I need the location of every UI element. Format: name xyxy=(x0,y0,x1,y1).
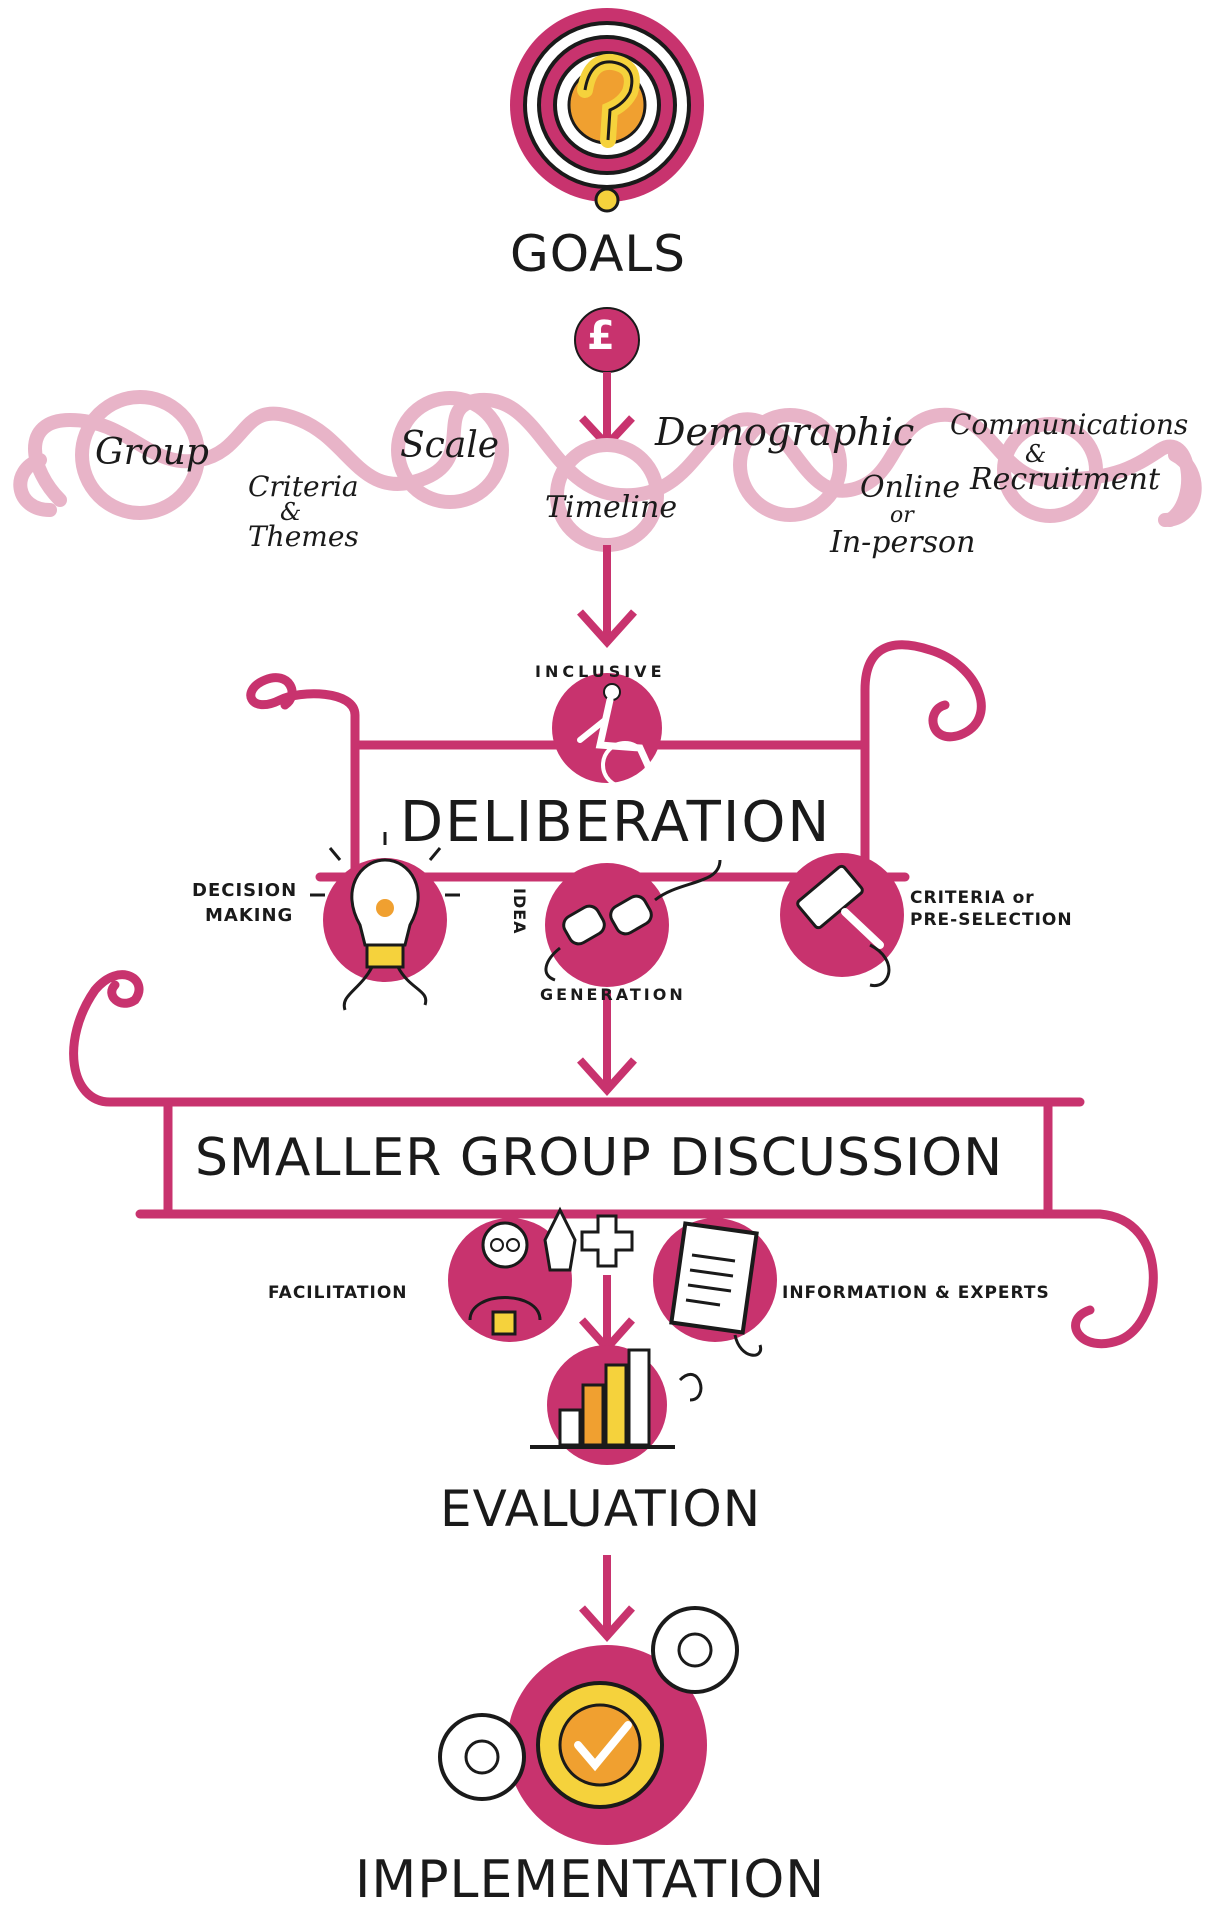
criteria-label-1: CRITERIA or xyxy=(910,888,1035,908)
lightbulb-icon xyxy=(310,832,460,1011)
target-question-icon xyxy=(510,8,704,213)
information-experts-label: INFORMATION & EXPERTS xyxy=(782,1283,1050,1303)
factors-swirl xyxy=(13,390,1202,552)
smaller-group-title: SMALLER GROUP DISCUSSION xyxy=(195,1128,1004,1188)
deliberation-title: DELIBERATION xyxy=(400,790,832,855)
implementation-title: IMPLEMENTATION xyxy=(355,1850,826,1910)
factor-timeline: Timeline xyxy=(545,490,678,525)
factor-in-person: In-person xyxy=(830,525,976,560)
generation-label: GENERATION xyxy=(540,985,686,1004)
idea-label: IDEA xyxy=(510,888,529,935)
factor-online-or: or xyxy=(890,503,914,528)
bar-chart-icon xyxy=(530,1345,703,1465)
factor-online: Online xyxy=(860,470,961,505)
document-icon xyxy=(653,1218,777,1357)
evaluation-title: EVALUATION xyxy=(440,1480,762,1538)
factor-themes: Themes xyxy=(248,520,359,553)
factor-recruitment: Recruitment xyxy=(970,462,1161,497)
wheelchair-icon xyxy=(552,673,662,789)
factor-communications: Communications xyxy=(950,408,1189,441)
plus-icon xyxy=(580,1214,634,1268)
gavel-icon xyxy=(780,853,904,987)
facilitation-label: FACILITATION xyxy=(268,1283,408,1303)
factor-demographic: Demographic xyxy=(655,410,915,454)
factor-criteria: Criteria xyxy=(248,470,359,503)
plug-icon xyxy=(544,859,722,987)
decision-label-2: MAKING xyxy=(205,905,294,926)
factor-scale: Scale xyxy=(400,425,500,466)
factor-criteria-amp: & xyxy=(280,498,302,526)
criteria-label-2: PRE-SELECTION xyxy=(910,910,1073,930)
gears-check-icon xyxy=(438,1606,739,1845)
decision-label-1: DECISION xyxy=(192,880,298,901)
facilitator-icon xyxy=(448,1206,577,1342)
factor-comm-amp: & xyxy=(1025,440,1047,468)
factor-group: Group xyxy=(95,432,209,473)
goals-title: GOALS xyxy=(510,225,687,283)
smaller-group-frame xyxy=(69,970,1158,1349)
pound-symbol: £ xyxy=(587,313,616,359)
inclusive-label: INCLUSIVE xyxy=(535,662,666,681)
